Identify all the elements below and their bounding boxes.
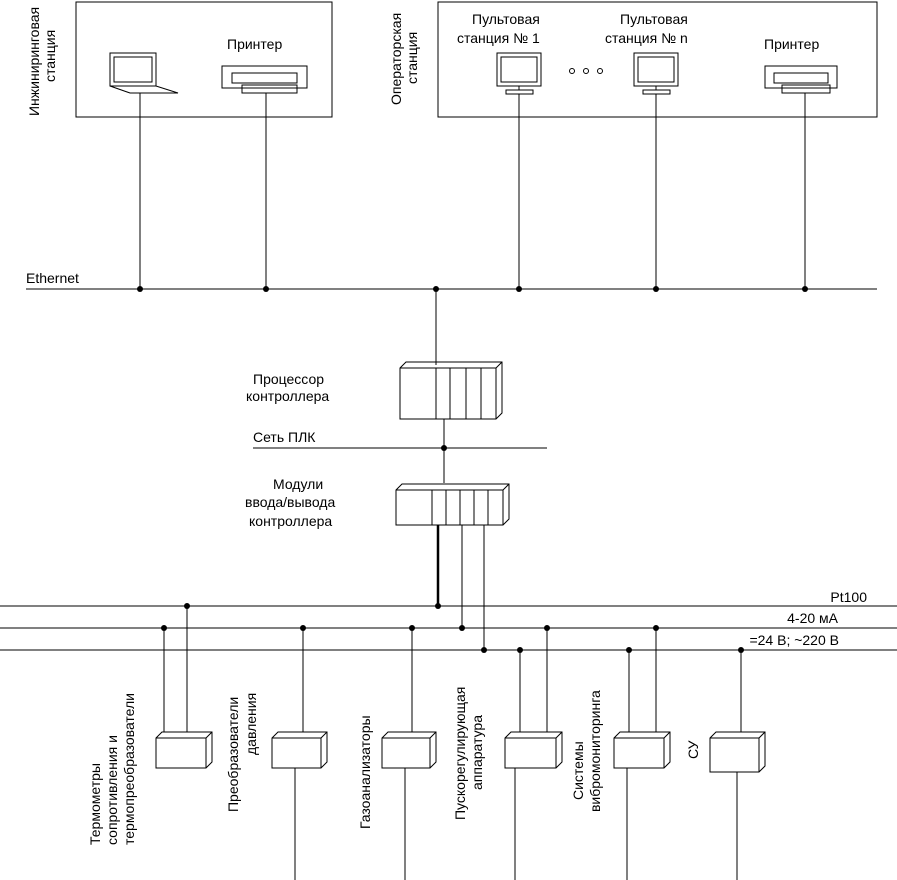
startup-device	[504, 731, 563, 769]
thermo-label-2: сопротивления и	[104, 735, 120, 845]
engineering-station-frame	[75, 1, 333, 118]
consolen-label-1: Пультовая	[620, 11, 688, 27]
console1-label-2: станция № 1	[457, 30, 540, 46]
power-label: =24 В; ~220 В	[749, 632, 839, 648]
engineering-station-label-1: Инжиниринговая	[26, 7, 42, 116]
io-label-1: Модули	[273, 476, 323, 492]
su-device	[709, 731, 766, 773]
io-label-2: ввода/вывода	[245, 494, 335, 510]
vibro-device	[613, 731, 671, 769]
monitor-icon	[633, 52, 679, 95]
thermometer-device	[155, 731, 213, 769]
startup-label-2: аппаратура	[469, 715, 485, 790]
vibro-label-2: вибромониторинга	[587, 690, 603, 812]
processor-label-2: контроллера	[246, 388, 329, 404]
startup-label-1: Пускорегулирующая	[452, 687, 468, 820]
operator-station-label-1: Операторская	[388, 13, 404, 105]
pt100-label: Pt100	[830, 589, 867, 605]
operator-station-frame	[437, 1, 878, 118]
vibro-label-1: Системы	[570, 741, 586, 800]
su-label: СУ	[685, 740, 701, 759]
analog-label: 4-20 мА	[787, 610, 839, 626]
thermo-label-3: термопреобразователи	[121, 693, 137, 845]
gas-analyzer-device	[381, 731, 437, 769]
console1-label-1: Пультовая	[472, 11, 540, 27]
io-label-3: контроллера	[249, 513, 332, 529]
laptop-icon	[109, 52, 179, 94]
thermo-label-1: Термометры	[87, 763, 103, 845]
printer-icon	[764, 65, 838, 94]
ethernet-junctions	[137, 286, 808, 292]
printer-icon	[221, 65, 308, 94]
pressure-label-2: давления	[243, 693, 259, 755]
ethernet-label: Ethernet	[26, 270, 79, 286]
io-module	[395, 483, 510, 526]
pressure-device	[271, 731, 328, 769]
engineering-printer-label: Принтер	[227, 36, 282, 52]
monitor-icon	[496, 52, 542, 95]
gas-label: Газоанализаторы	[357, 715, 373, 829]
ellipsis-icon	[569, 68, 603, 74]
pressure-label-1: Преобразователи	[225, 697, 241, 812]
operator-printer-label: Принтер	[764, 36, 819, 52]
engineering-station-label-2: станция	[42, 30, 58, 82]
operator-station-label-2: станция	[404, 32, 420, 84]
processor-module	[399, 361, 503, 420]
processor-label-1: Процессор	[253, 371, 324, 387]
consolen-label-2: станция № n	[605, 30, 688, 46]
plc-network-label: Сеть ПЛК	[253, 429, 316, 445]
